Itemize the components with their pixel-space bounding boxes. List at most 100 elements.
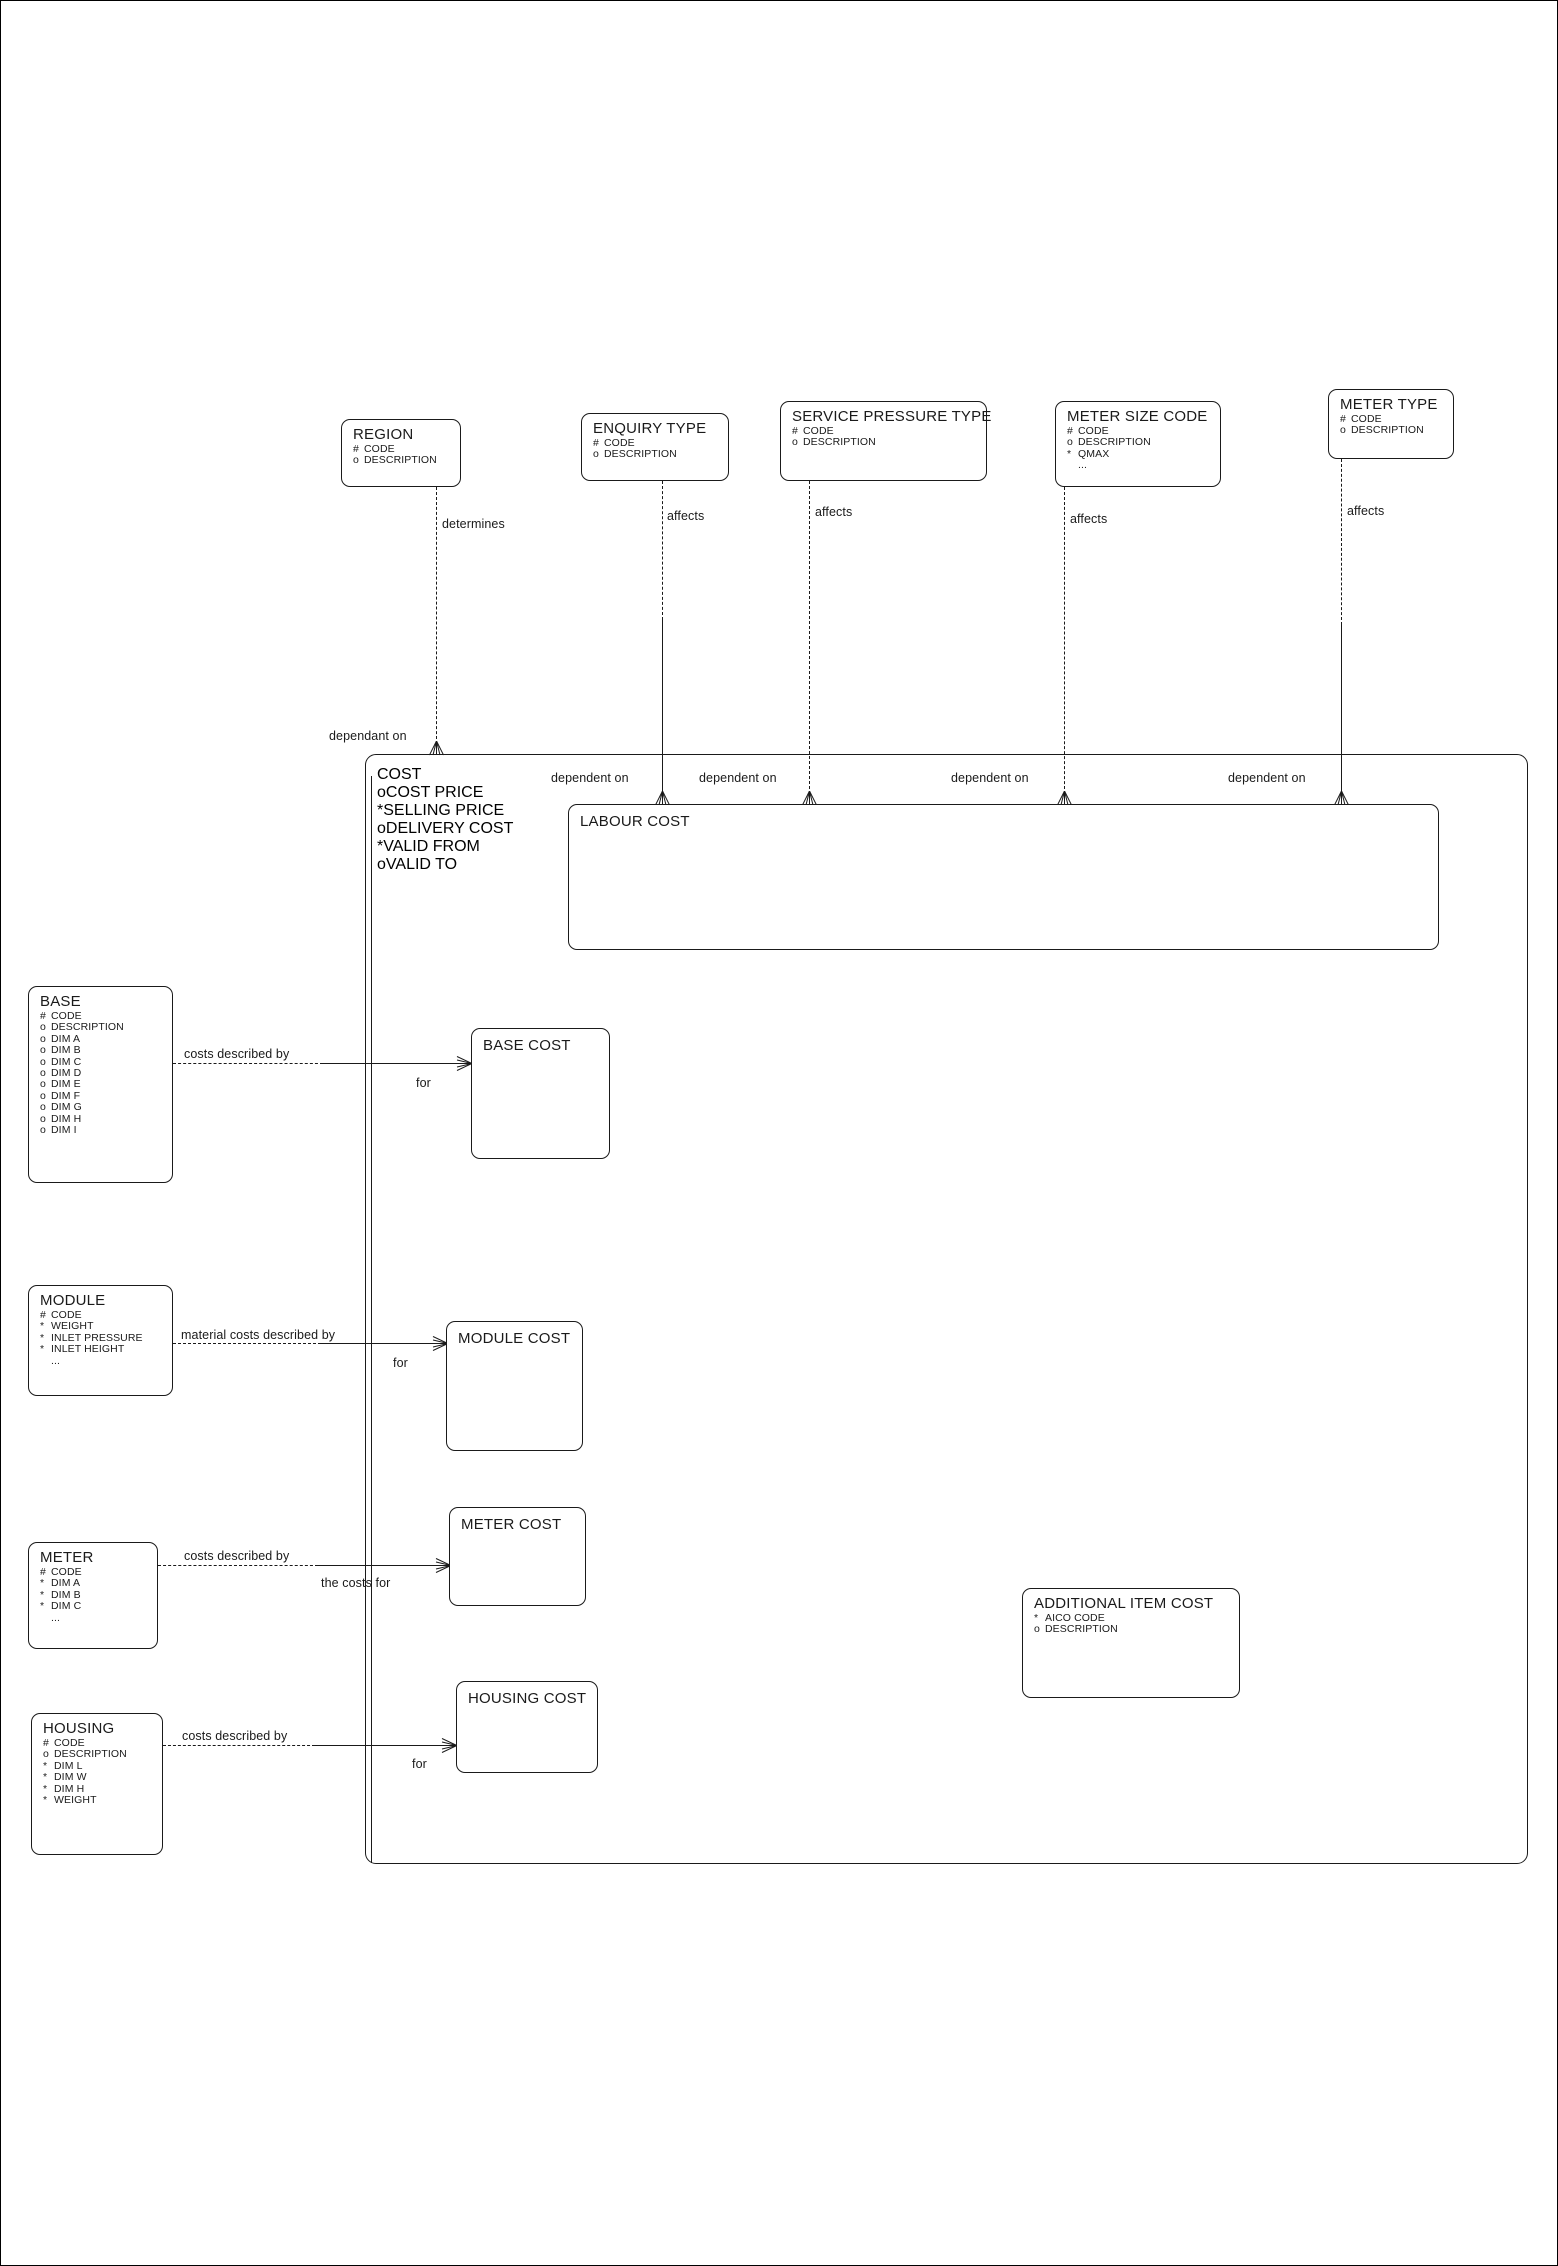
label-determines: determines (442, 517, 505, 531)
label-housing-for: for (412, 1757, 427, 1771)
entity-meter-type-name: METER TYPE (1340, 396, 1438, 413)
attribute-row: #CODE (40, 1010, 163, 1022)
attribute-row: *DIM W (43, 1771, 153, 1783)
label-base-costs-described-by: costs described by (184, 1047, 290, 1061)
relationship-line-meter-size-code-cost[interactable] (1064, 487, 1065, 804)
attribute-row: #CODE (43, 1737, 153, 1749)
relationship-line-service-pressure-type-cost[interactable] (809, 481, 810, 804)
attribute-marker: o (40, 1101, 46, 1114)
attribute-marker: * (1067, 447, 1072, 460)
attribute-marker: o (377, 820, 386, 837)
attribute-marker: # (1340, 413, 1346, 425)
attribute-label: DIM A (51, 1577, 81, 1590)
attribute-label: DESCRIPTION (1078, 436, 1151, 449)
entity-meter[interactable]: METER #CODE *DIM A *DIM B *DIM C ... (28, 1542, 158, 1649)
label-affects-meter-type: affects (1347, 504, 1385, 518)
attribute-marker: o (43, 1748, 49, 1761)
attribute-row: * INLET HEIGHT (40, 1343, 163, 1356)
attribute-label: DELIVERY COST (385, 820, 514, 837)
relationship-line-enquiry-type-cost-solid[interactable] (662, 619, 663, 804)
label-meter-the-costs-for: the costs for (321, 1576, 391, 1590)
relationship-line-base-dashed[interactable] (173, 1063, 323, 1064)
relationship-line-meter-type-cost-dashed[interactable] (1341, 459, 1342, 625)
attribute-label: CODE (54, 1737, 85, 1749)
attribute-marker: * (43, 1759, 48, 1772)
relationship-line-region-cost[interactable] (436, 487, 437, 754)
entity-base-cost[interactable]: BASE COST (471, 1028, 610, 1159)
entity-housing-cost[interactable]: HOUSING COST (456, 1681, 598, 1773)
relationship-line-base-solid[interactable] (321, 1063, 471, 1064)
relationship-line-meter-dashed[interactable] (158, 1565, 318, 1566)
entity-meter-cost[interactable]: METER COST (449, 1507, 586, 1606)
attribute-label: DIM H (54, 1782, 85, 1795)
attribute-row: *DIM B (40, 1589, 148, 1601)
attribute-label: CODE (51, 1566, 82, 1578)
attribute-label: AICO CODE (1045, 1612, 1105, 1624)
attribute-row: *WEIGHT (43, 1794, 153, 1806)
entity-labour-cost[interactable]: LABOUR COST (568, 804, 1439, 950)
relationship-line-housing-dashed[interactable] (163, 1745, 315, 1746)
attribute-marker: * (40, 1343, 45, 1356)
attribute-label: CODE (51, 1010, 82, 1022)
attribute-label: VALID TO (385, 856, 458, 873)
crowsfoot-meter-size-code-labour-cost (1056, 791, 1073, 806)
attribute-label: DIM A (51, 1032, 81, 1045)
attribute-marker: o (377, 856, 386, 873)
attribute-label: DIM E (51, 1078, 81, 1091)
entity-service-pressure-type-name: SERVICE PRESSURE TYPE (792, 408, 992, 425)
relationship-line-meter-solid[interactable] (316, 1565, 451, 1566)
entity-housing-name: HOUSING (43, 1720, 115, 1737)
entity-meter-attributes: #CODE *DIM A *DIM B *DIM C ... (40, 1566, 148, 1624)
attribute-label: INLET HEIGHT (51, 1343, 125, 1356)
attribute-row: oDELIVERY COST (377, 820, 513, 838)
entity-module[interactable]: MODULE #CODE *WEIGHT *INLET PRESSURE *IN… (28, 1285, 173, 1396)
crowsfoot-meter-cost (435, 1557, 451, 1574)
attribute-marker: o (40, 1124, 46, 1137)
relationship-line-module-dashed[interactable] (173, 1343, 321, 1344)
attribute-row: #CODE (1340, 413, 1444, 425)
entity-cost-name: COST (377, 766, 422, 783)
attribute-label: DIM C (51, 1600, 82, 1613)
relationship-spine-cost-left[interactable] (371, 776, 372, 1863)
crowsfoot-region-cost (428, 741, 445, 756)
relationship-line-enquiry-type-cost-dashed[interactable] (662, 481, 663, 620)
entity-base-name: BASE (40, 993, 81, 1010)
relationship-line-module-solid[interactable] (319, 1343, 449, 1344)
relationship-line-meter-type-cost-solid[interactable] (1341, 623, 1342, 804)
attribute-row: #CODE (1067, 425, 1211, 437)
entity-module-cost[interactable]: MODULE COST (446, 1321, 583, 1451)
entity-cost-container[interactable] (365, 754, 1528, 1864)
attribute-marker: * (377, 802, 384, 819)
attribute-row: #CODE (353, 443, 451, 455)
label-housing-costs-described-by: costs described by (182, 1729, 288, 1743)
label-dependent-on-2: dependent on (699, 771, 777, 785)
crowsfoot-service-pressure-type-labour-cost (801, 791, 818, 806)
attribute-label: DESCRIPTION (51, 1021, 124, 1034)
attribute-row: #CODE (593, 437, 719, 449)
attribute-row: *WEIGHT (40, 1320, 163, 1332)
attribute-marker: # (792, 425, 798, 437)
attribute-row: *DIM H (43, 1782, 153, 1795)
relationship-line-housing-solid[interactable] (313, 1745, 456, 1746)
